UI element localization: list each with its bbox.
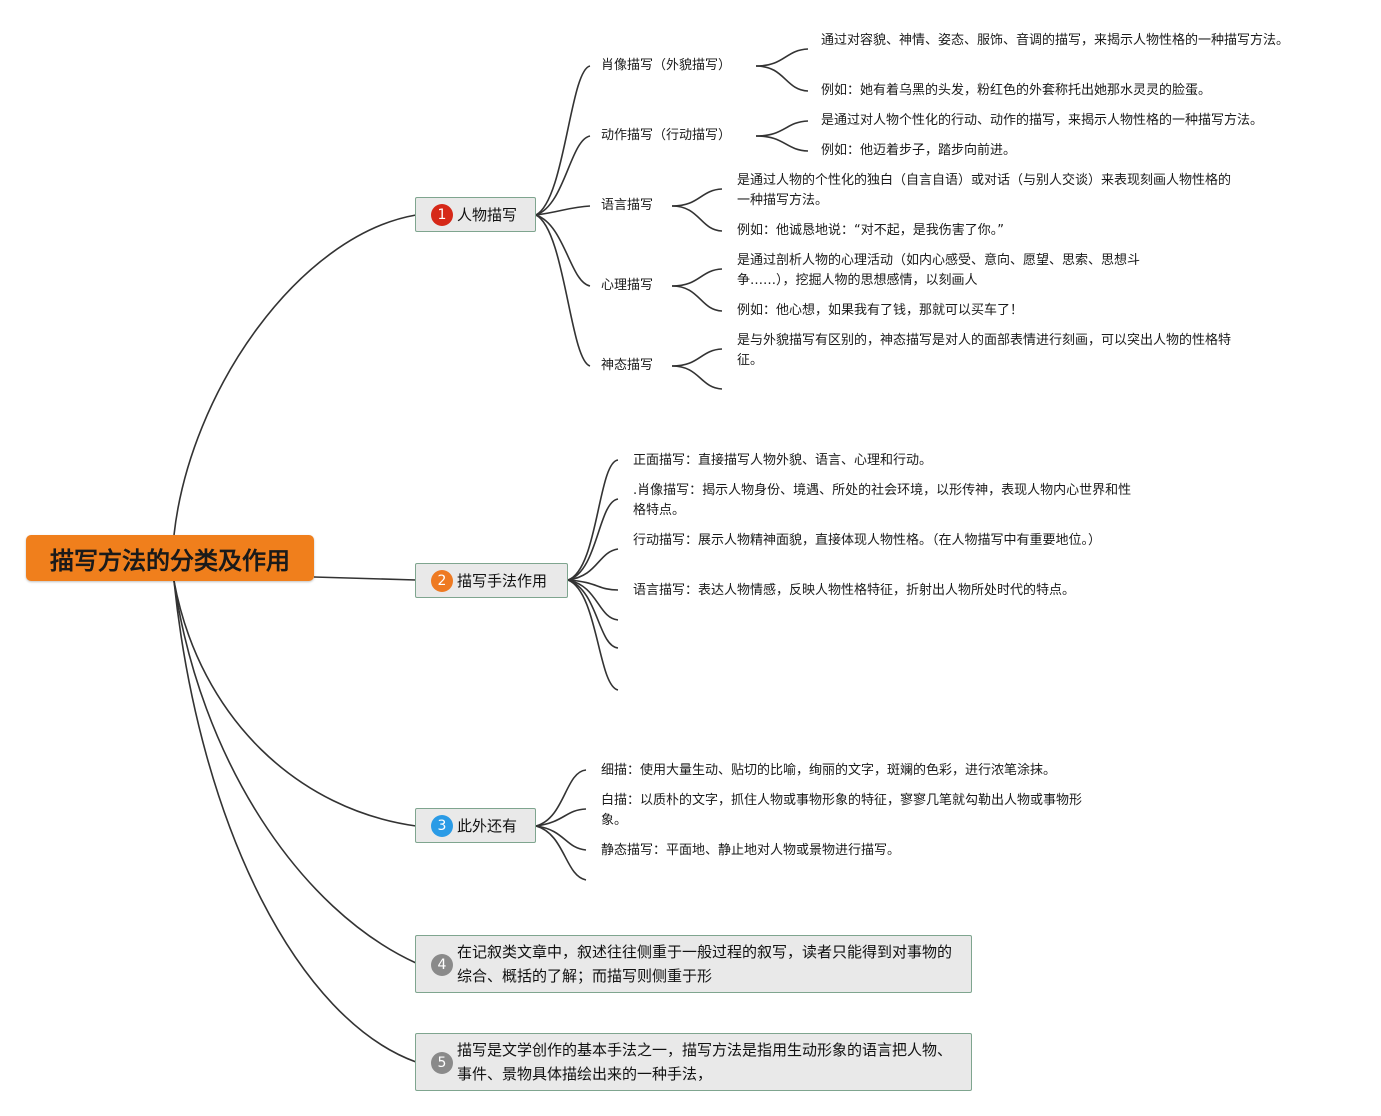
branch-definition-note[interactable]: 5 描写是文学创作的基本手法之一，描写方法是指用生动形象的语言把人物、事件、景物… bbox=[415, 1033, 972, 1091]
branch-character-description[interactable]: 1 人物描写 bbox=[415, 197, 536, 232]
subtopic-action[interactable]: 动作描写（行动描写） bbox=[601, 128, 732, 143]
leaf-expression-definition[interactable]: 是与外貌描写有区别的，神态描写是对人的面部表情进行刻画，可以突出人物的性格特征。 bbox=[737, 333, 1232, 368]
subtopic-expression[interactable]: 神态描写 bbox=[601, 358, 654, 373]
leaf-language-effect[interactable]: 语言描写：表达人物情感，反映人物性格特征，折射出人物所处时代的特点。 bbox=[633, 583, 1076, 598]
branch-technique-effects[interactable]: 2 描写手法作用 bbox=[415, 563, 568, 598]
leaf-action-definition[interactable]: 是通过对人物个性化的行动、动作的描写，来揭示人物性格的一种描写方法。 bbox=[821, 113, 1264, 128]
leaf-action-example[interactable]: 例如：他迈着步子，踏步向前进。 bbox=[821, 143, 1017, 158]
number-3-badge-icon: 3 bbox=[431, 815, 453, 837]
number-5-badge-icon: 5 bbox=[431, 1052, 453, 1074]
subtopic-portrait[interactable]: 肖像描写（外貌描写） bbox=[601, 58, 732, 73]
branch-label: 此外还有 bbox=[457, 817, 518, 835]
leaf-portrait-definition[interactable]: 通过对容貌、神情、姿态、服饰、音调的描写，来揭示人物性格的一种描写方法。 bbox=[821, 33, 1290, 48]
branch-label: 人物描写 bbox=[457, 206, 518, 224]
number-4-badge-icon: 4 bbox=[431, 954, 453, 976]
leaf-psychology-definition[interactable]: 是通过剖析人物的心理活动（如内心感受、意向、愿望、思索、思想斗争……），挖掘人物… bbox=[737, 253, 1141, 288]
branch-label: 描写是文学创作的基本手法之一，描写方法是指用生动形象的语言把人物、事件、景物具体… bbox=[457, 1041, 953, 1083]
leaf-language-example[interactable]: 例如：他诚恳地说：“对不起，是我伤害了你。” bbox=[737, 223, 1004, 238]
leaf-portrait-effect[interactable]: .肖像描写：揭示人物身份、境遇、所处的社会环境，以形传神，表现人物内心世界和性格… bbox=[633, 483, 1132, 518]
leaf-language-definition[interactable]: 是通过人物的个性化的独白（自言自语）或对话（与别人交谈）来表现刻画人物性格的一种… bbox=[737, 173, 1232, 208]
root-topic[interactable]: 描写方法的分类及作用 bbox=[26, 535, 314, 581]
number-2-badge-icon: 2 bbox=[431, 570, 453, 592]
leaf-static-description[interactable]: 静态描写：平面地、静止地对人物或景物进行描写。 bbox=[601, 843, 901, 858]
branch-label: 描写手法作用 bbox=[457, 572, 548, 590]
subtopic-language[interactable]: 语言描写 bbox=[601, 198, 654, 213]
leaf-direct-description[interactable]: 正面描写：直接描写人物外貌、语言、心理和行动。 bbox=[633, 453, 933, 468]
branch-narration-note[interactable]: 4 在记叙类文章中，叙述往往侧重于一般过程的叙写，读者只能得到对事物的综合、概括… bbox=[415, 935, 972, 993]
leaf-plain-sketch[interactable]: 白描：以质朴的文字，抓住人物或事物形象的特征，寥寥几笔就勾勒出人物或事物形象。 bbox=[601, 793, 1083, 828]
leaf-fine-description[interactable]: 细描：使用大量生动、贴切的比喻，绚丽的文字，斑斓的色彩，进行浓笔涂抹。 bbox=[601, 763, 1057, 778]
branch-label: 在记叙类文章中，叙述往往侧重于一般过程的叙写，读者只能得到对事物的综合、概括的了… bbox=[457, 943, 953, 985]
leaf-action-effect[interactable]: 行动描写：展示人物精神面貌，直接体现人物性格。（在人物描写中有重要地位。） bbox=[633, 533, 1102, 548]
branch-additionally[interactable]: 3 此外还有 bbox=[415, 808, 536, 843]
number-1-badge-icon: 1 bbox=[431, 204, 453, 226]
leaf-portrait-example[interactable]: 例如：她有着乌黑的头发，粉红色的外套称托出她那水灵灵的脸蛋。 bbox=[821, 83, 1212, 98]
leaf-psychology-example[interactable]: 例如：他心想，如果我有了钱，那就可以买车了！ bbox=[737, 303, 1024, 318]
subtopic-psychology[interactable]: 心理描写 bbox=[601, 278, 654, 293]
